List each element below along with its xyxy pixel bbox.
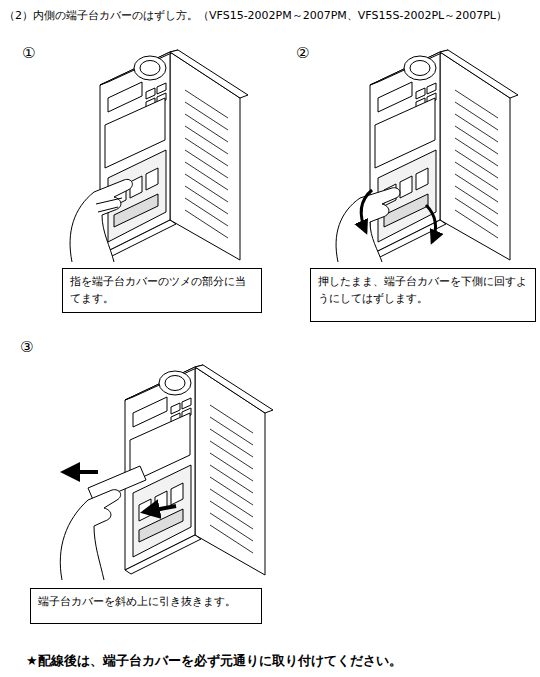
page-title: （2）内側の端子台カバーのはずし方。（VFS15-2002PM～2007PM、V… [4,8,507,23]
hand-drawing [96,198,122,212]
rotate-arrow [361,190,372,232]
inverter-drawing [100,50,248,260]
step-number: ② [296,44,309,62]
hand-drawing [60,490,120,580]
rotate-arrow [426,205,435,242]
step-text: 押したまま、端子台カバーを下側に回すようにしてはずします。 [318,274,528,307]
hand-drawing [70,179,132,262]
pull-arrow [64,470,98,474]
step-text: 指を端子台カバーのツメの部分に当てます。 [70,274,254,307]
inverter-drawing [125,365,273,575]
pull-arrow [144,506,176,512]
note: ★配線後は、端子台カバーを必ず元通りに取り付けてください。 [26,652,402,670]
step-number: ③ [20,338,33,356]
step-box: 端子台カバーを斜め上に引き抜きます。 [30,588,262,624]
step-number: ① [22,44,35,62]
step-box: 押したまま、端子台カバーを下側に回すようにしてはずします。 [310,268,536,322]
inverter-drawing [370,50,518,260]
step-box: 指を端子台カバーのツメの部分に当てます。 [62,268,262,313]
hand-drawing [336,188,400,262]
step-text: 端子台カバーを斜め上に引き抜きます。 [38,594,254,611]
